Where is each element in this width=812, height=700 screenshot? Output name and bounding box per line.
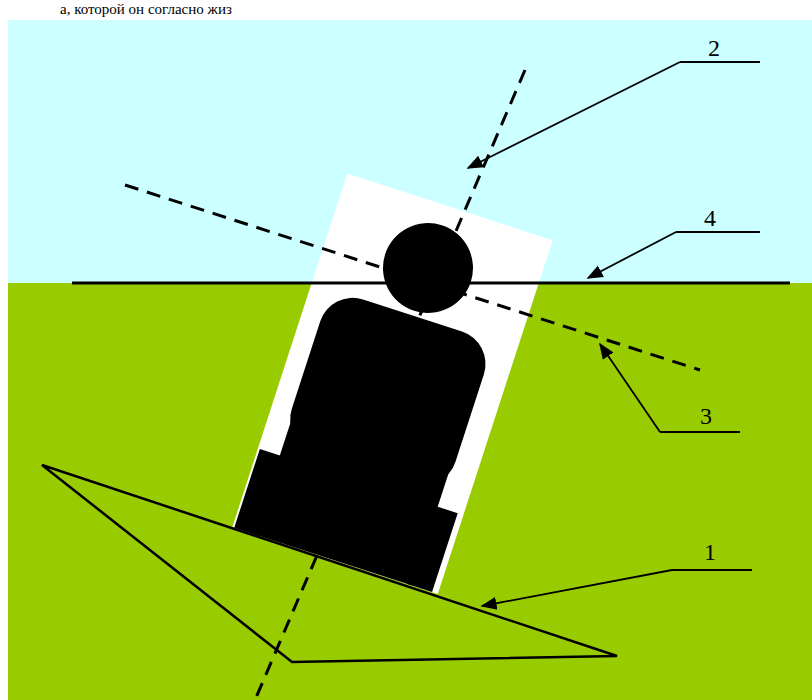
- callout-number: 3: [700, 404, 712, 428]
- text-fragment: а, которой он согласно жиз: [60, 2, 232, 17]
- horizon-line: [72, 282, 790, 285]
- callout-number: 4: [704, 206, 716, 230]
- leaders: [468, 62, 760, 606]
- callout-number: 2: [708, 36, 720, 60]
- cross-axis-line: [125, 185, 700, 370]
- ground: [8, 283, 812, 700]
- callout-number: 1: [704, 540, 716, 564]
- wedge: [42, 465, 617, 662]
